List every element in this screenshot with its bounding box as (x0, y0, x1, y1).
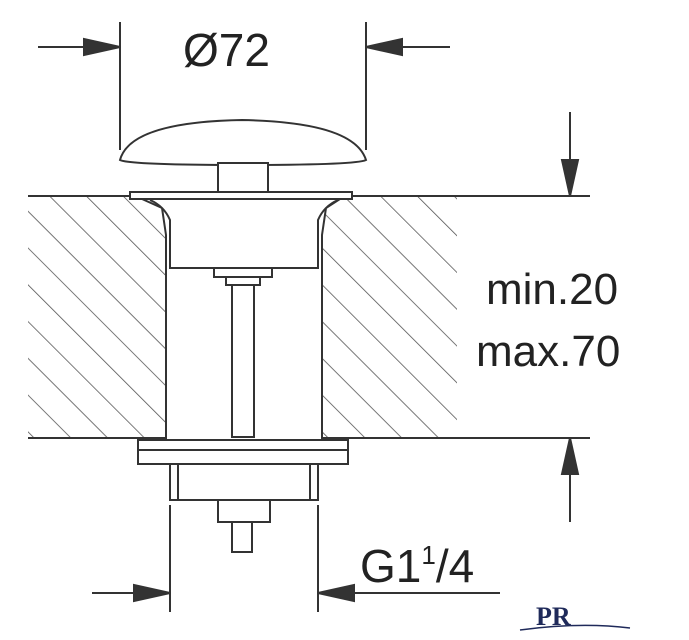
thread-label-sup: 1 (421, 540, 435, 570)
diameter-dimension (38, 22, 450, 150)
lock-nut (137, 439, 349, 465)
valve-rod (231, 284, 255, 438)
arrow-up (560, 437, 580, 475)
thickness-min-label: min.20 (486, 265, 618, 314)
cap-stem (217, 162, 269, 193)
hatch-left (28, 196, 166, 438)
diameter-label: Ø72 (183, 24, 270, 76)
brand-logo: PR (519, 602, 631, 631)
arrow-left (83, 37, 121, 57)
guide-bar-lower (225, 276, 261, 286)
thread-label-frac: /4 (436, 540, 474, 592)
bottom-pin-collar (217, 499, 271, 523)
hatch-right (322, 196, 457, 438)
thickness-dimension (560, 112, 580, 522)
bottom-pin (231, 521, 253, 553)
top-flange (129, 191, 353, 200)
thread-label-main: G1 (360, 540, 421, 592)
waste-valve (118, 118, 368, 553)
thread-dimension (92, 505, 500, 612)
valve-cap (118, 118, 368, 167)
guide-bar (213, 267, 273, 278)
thickness-max-label: max.70 (476, 327, 620, 376)
thread-label: G11/4 (360, 540, 474, 592)
threaded-body (169, 463, 319, 501)
thread-arrow-right (317, 583, 355, 603)
arrow-down (560, 159, 580, 197)
thread-arrow-left (133, 583, 171, 603)
arrow-right (365, 37, 403, 57)
label-clip-mask (490, 535, 610, 590)
logo-swoosh (519, 624, 631, 631)
inner-cup (149, 199, 339, 269)
countertop-section (28, 195, 590, 439)
